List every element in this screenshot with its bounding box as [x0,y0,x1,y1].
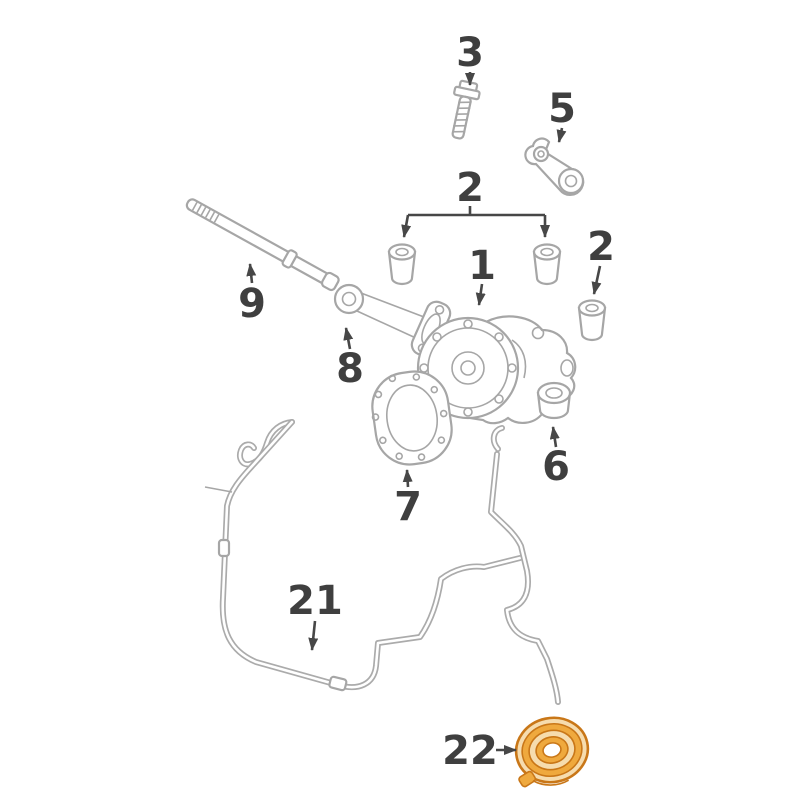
callout-3: 3 [456,30,484,76]
part-9-axle-shaft [185,198,340,292]
callout-2-upper: 2 [456,165,484,211]
callout-1: 1 [468,243,496,289]
leader-7 [402,469,413,488]
callout-8: 8 [336,346,364,392]
leader-8 [343,327,354,350]
part-7-cover-plate [371,370,453,466]
part-2-bushing-lower [577,299,607,342]
leader-9 [246,263,257,284]
callout-7: 7 [394,484,422,530]
leader-6 [549,426,560,448]
callout-9: 9 [238,281,266,327]
leader-21 [308,620,319,651]
part-3-bolt [451,79,481,140]
leader-1 [475,283,486,306]
callout-2-lower: 2 [587,224,615,270]
leader-2-left [401,214,412,238]
part-5-bracket [524,137,585,196]
callout-labels: 3 5 2 2 1 9 8 6 7 21 22 [238,30,615,774]
part-22-highlighted-seal [514,716,590,788]
callout-21: 21 [287,578,343,624]
part-2-bushing-right [532,243,562,286]
leader-2-bracket [408,206,545,217]
leader-5 [556,127,567,143]
part-2-bushing-left [387,243,417,286]
leader-2-lower [591,265,602,295]
leader-lines [246,72,602,755]
callout-22: 22 [442,728,498,774]
part-21-tube-assembly [204,419,561,705]
callout-6: 6 [542,444,570,490]
callout-5: 5 [548,86,576,132]
part-6-seal-cup [536,381,572,420]
